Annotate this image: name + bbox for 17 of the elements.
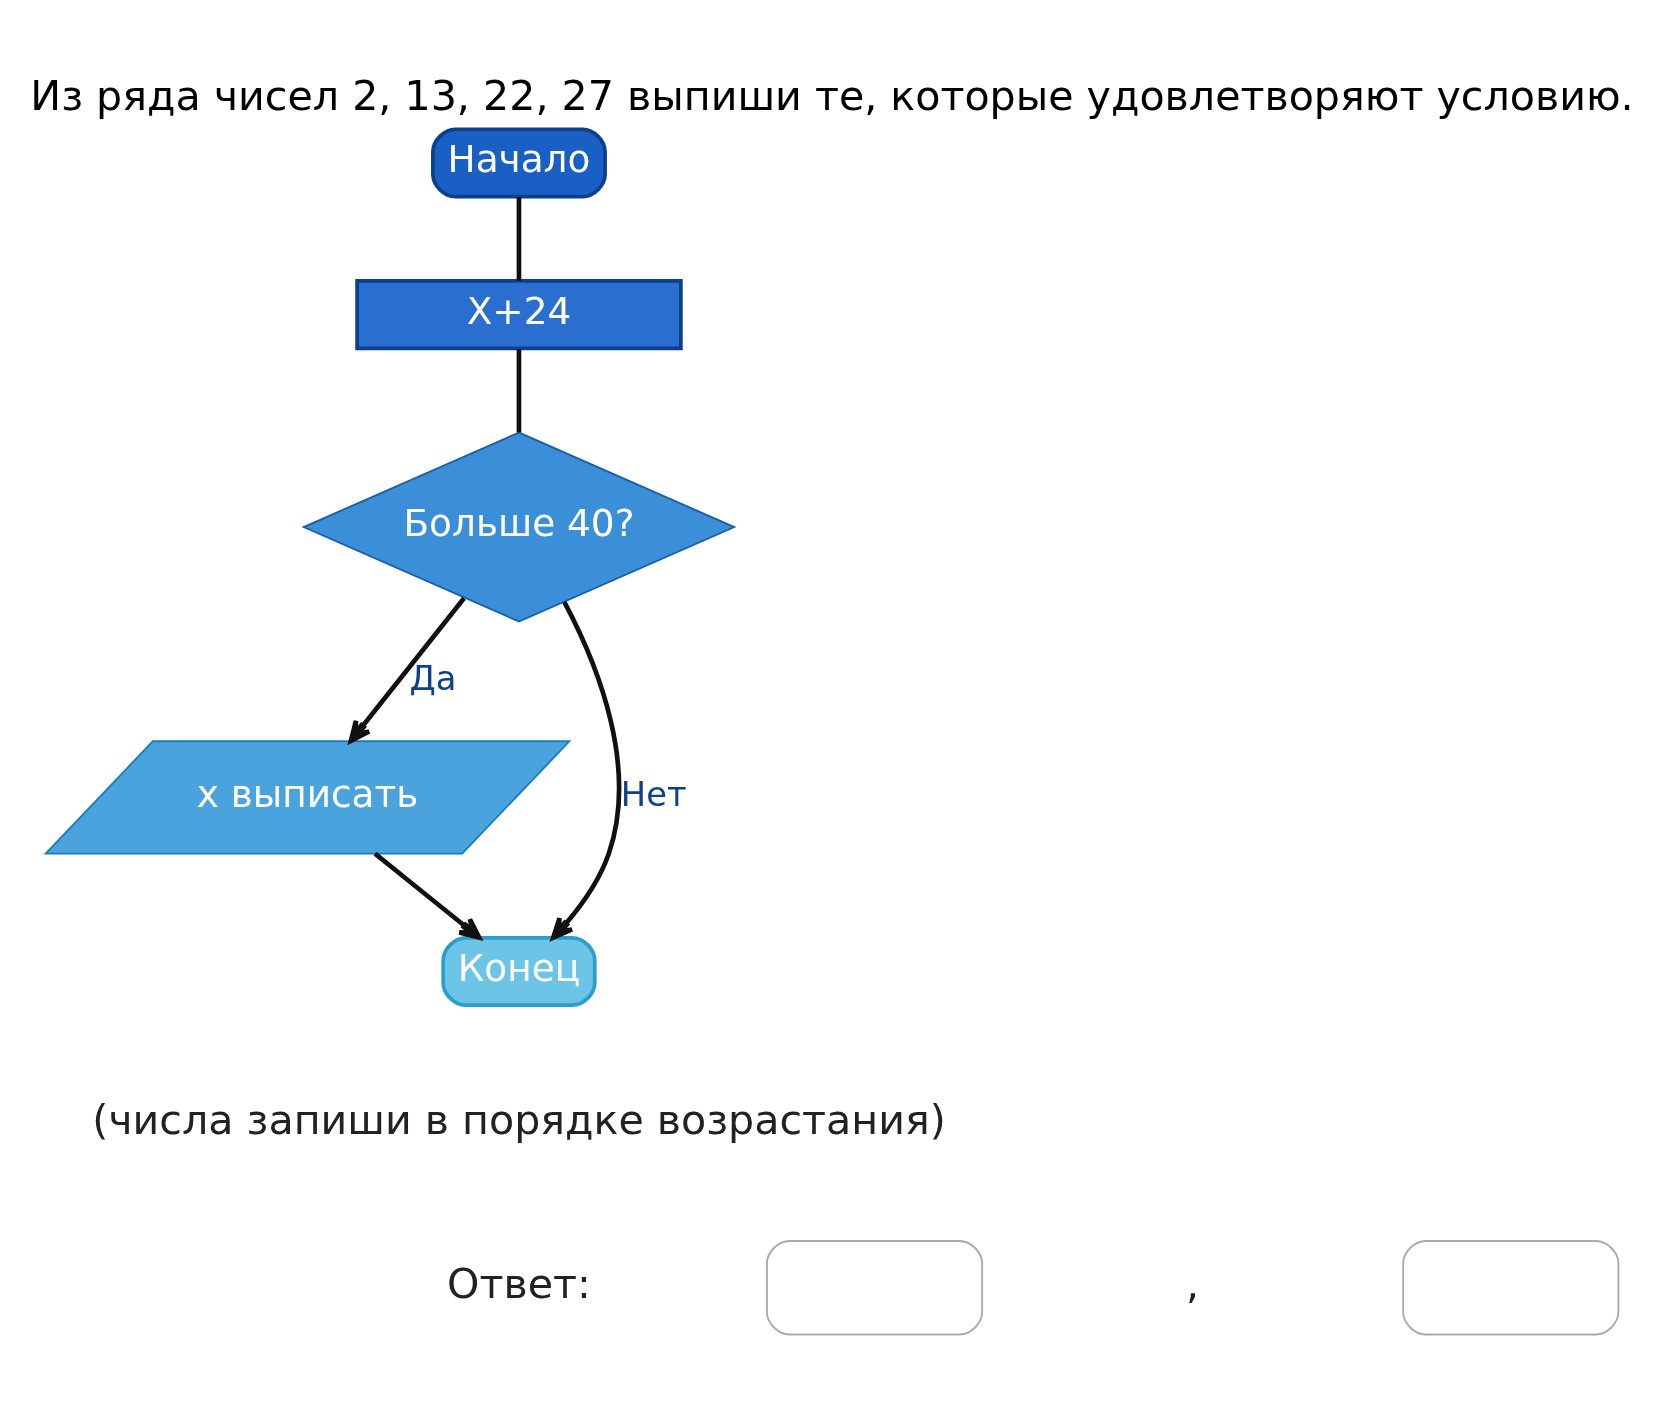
node-box: X+24 bbox=[355, 279, 683, 351]
node-box bbox=[1402, 1240, 1620, 1336]
node-box bbox=[766, 1240, 984, 1336]
arrow bbox=[550, 600, 622, 940]
edge-label: Нет bbox=[620, 774, 687, 814]
node-diamond: Больше 40? bbox=[301, 431, 737, 623]
label: , bbox=[1186, 1260, 1200, 1309]
node-box: Начало bbox=[431, 127, 607, 199]
node-box: Конец bbox=[441, 935, 597, 1008]
label: (числа запиши в порядке возрастания) bbox=[92, 1095, 946, 1144]
diagram-title: Из ряда чисел 2, 13, 22, 27 выпиши те, которые удовлетворяют условию. bbox=[30, 71, 1634, 120]
edge-label: Да bbox=[409, 658, 457, 698]
label: Ответ: bbox=[447, 1260, 591, 1309]
connector bbox=[516, 349, 522, 433]
connector bbox=[516, 197, 522, 281]
arrow bbox=[373, 851, 482, 940]
arrow bbox=[348, 596, 466, 744]
